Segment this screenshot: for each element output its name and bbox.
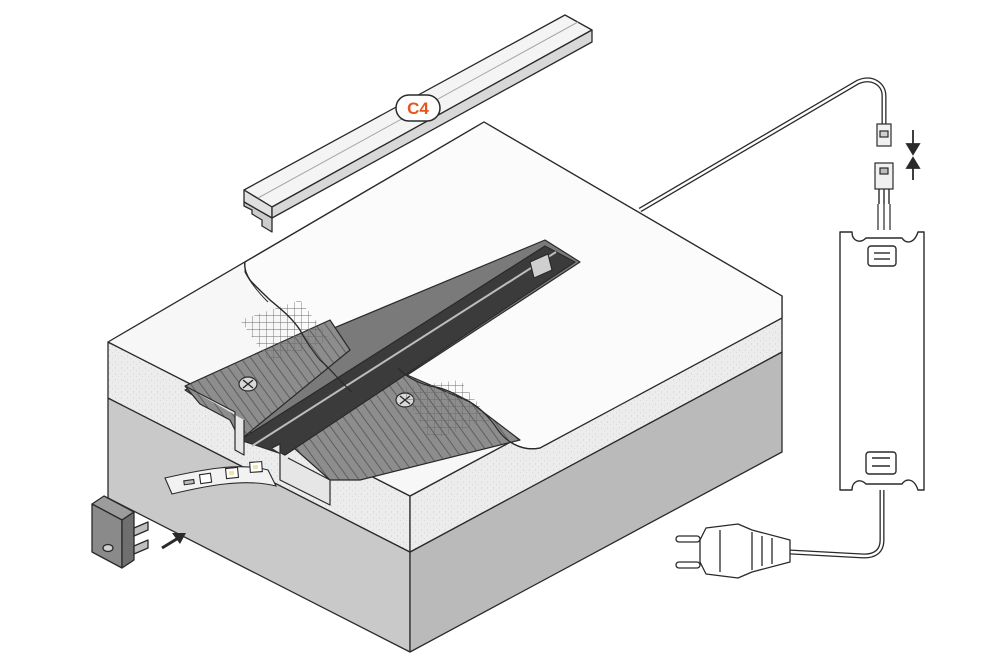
- plaster-mesh: [240, 300, 490, 440]
- callout-badge: C4: [395, 94, 441, 122]
- led-strip: [164, 461, 278, 495]
- finish-edge: [244, 261, 541, 450]
- profile-end-right: [271, 443, 331, 506]
- profile-end-left: [184, 385, 245, 456]
- screw-left: [238, 376, 258, 392]
- mains-cable: [789, 490, 885, 559]
- connector-male: [876, 123, 892, 147]
- profile-slot: [239, 245, 576, 456]
- end-cap: [91, 495, 149, 569]
- power-cable: [638, 77, 887, 213]
- callout-label: C4: [407, 99, 429, 118]
- connector-female: [874, 162, 894, 204]
- led-driver: [839, 231, 925, 491]
- power-plug-icon: [675, 523, 791, 579]
- led-profile: [184, 239, 581, 506]
- compress-arrows-icon: [905, 130, 921, 180]
- led-chip-1: [198, 472, 213, 485]
- arrow-icon: [161, 533, 186, 550]
